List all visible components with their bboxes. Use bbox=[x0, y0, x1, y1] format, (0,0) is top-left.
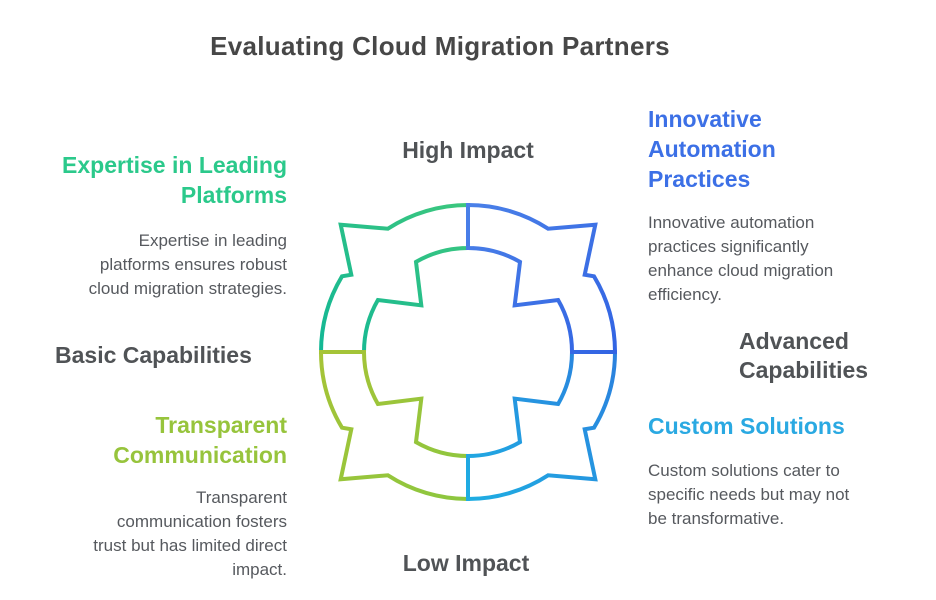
quadrant-description-line: trust but has limited direct bbox=[93, 536, 287, 555]
quadrant-heading-line: Innovative bbox=[648, 106, 762, 132]
axis-label-high-impact: High Impact bbox=[402, 137, 534, 163]
quadrant-description-line: Transparent bbox=[195, 488, 287, 507]
cycle-arrow-bottom-right bbox=[466, 350, 617, 501]
quadrant-heading-line: Platforms bbox=[180, 182, 287, 208]
quadrant-description-line: Custom solutions cater to bbox=[648, 461, 840, 480]
page-title: Evaluating Cloud Migration Partners bbox=[210, 31, 670, 61]
cycle-arrow-bottom-left bbox=[319, 350, 470, 501]
quadrant-description-line: be transformative. bbox=[648, 509, 785, 528]
quadrant-description-line: cloud migration strategies. bbox=[88, 279, 287, 298]
quadrant-heading-line: Transparent bbox=[155, 412, 287, 438]
cycle-arrows-graphic bbox=[319, 202, 617, 501]
quadrant-description-line: impact. bbox=[232, 560, 287, 579]
axis-label-line: Capabilities bbox=[739, 357, 869, 383]
quadrant-description-line: platforms ensures robust bbox=[99, 255, 287, 274]
quadrant-heading-automation: Innovative Automation Practices bbox=[648, 104, 918, 194]
quadrant-description-line: specific needs but may not bbox=[648, 485, 850, 504]
axis-label-basic-capabilities: Basic Capabilities bbox=[55, 342, 252, 368]
quadrant-description-automation: Innovative automation practices signific… bbox=[648, 211, 918, 307]
quadrant-heading-line: Communication bbox=[113, 442, 287, 468]
quadrant-description-line: practices significantly bbox=[648, 237, 809, 256]
quadrant-description-custom-solutions: Custom solutions cater to specific needs… bbox=[648, 459, 928, 531]
quadrant-heading-expertise: Expertise in Leading Platforms bbox=[27, 150, 287, 210]
quadrant-heading-line: Practices bbox=[648, 166, 751, 192]
cycle-arrow-top-right bbox=[466, 202, 617, 354]
quadrant-heading-line: Custom Solutions bbox=[648, 413, 845, 439]
quadrant-heading-communication: Transparent Communication bbox=[27, 410, 287, 470]
quadrant-description-line: Expertise in leading bbox=[138, 231, 287, 250]
quadrant-heading-custom-solutions: Custom Solutions bbox=[648, 411, 928, 441]
quadrant-description-line: Innovative automation bbox=[648, 213, 815, 232]
quadrant-heading-line: Automation bbox=[648, 136, 776, 162]
axis-label-advanced-capabilities: Advanced Capabilities bbox=[739, 327, 929, 385]
quadrant-heading-line: Expertise in Leading bbox=[62, 152, 287, 178]
quadrant-description-line: efficiency. bbox=[648, 285, 723, 304]
quadrant-description-line: communication fosters bbox=[116, 512, 287, 531]
cycle-arrow-top-left bbox=[319, 202, 470, 354]
quadrant-description-communication: Transparent communication fosters trust … bbox=[27, 486, 287, 582]
axis-label-low-impact: Low Impact bbox=[402, 550, 530, 576]
quadrant-description-line: enhance cloud migration bbox=[648, 261, 834, 280]
quadrant-description-expertise: Expertise in leading platforms ensures r… bbox=[27, 229, 287, 301]
axis-label-line: Advanced bbox=[739, 328, 849, 354]
